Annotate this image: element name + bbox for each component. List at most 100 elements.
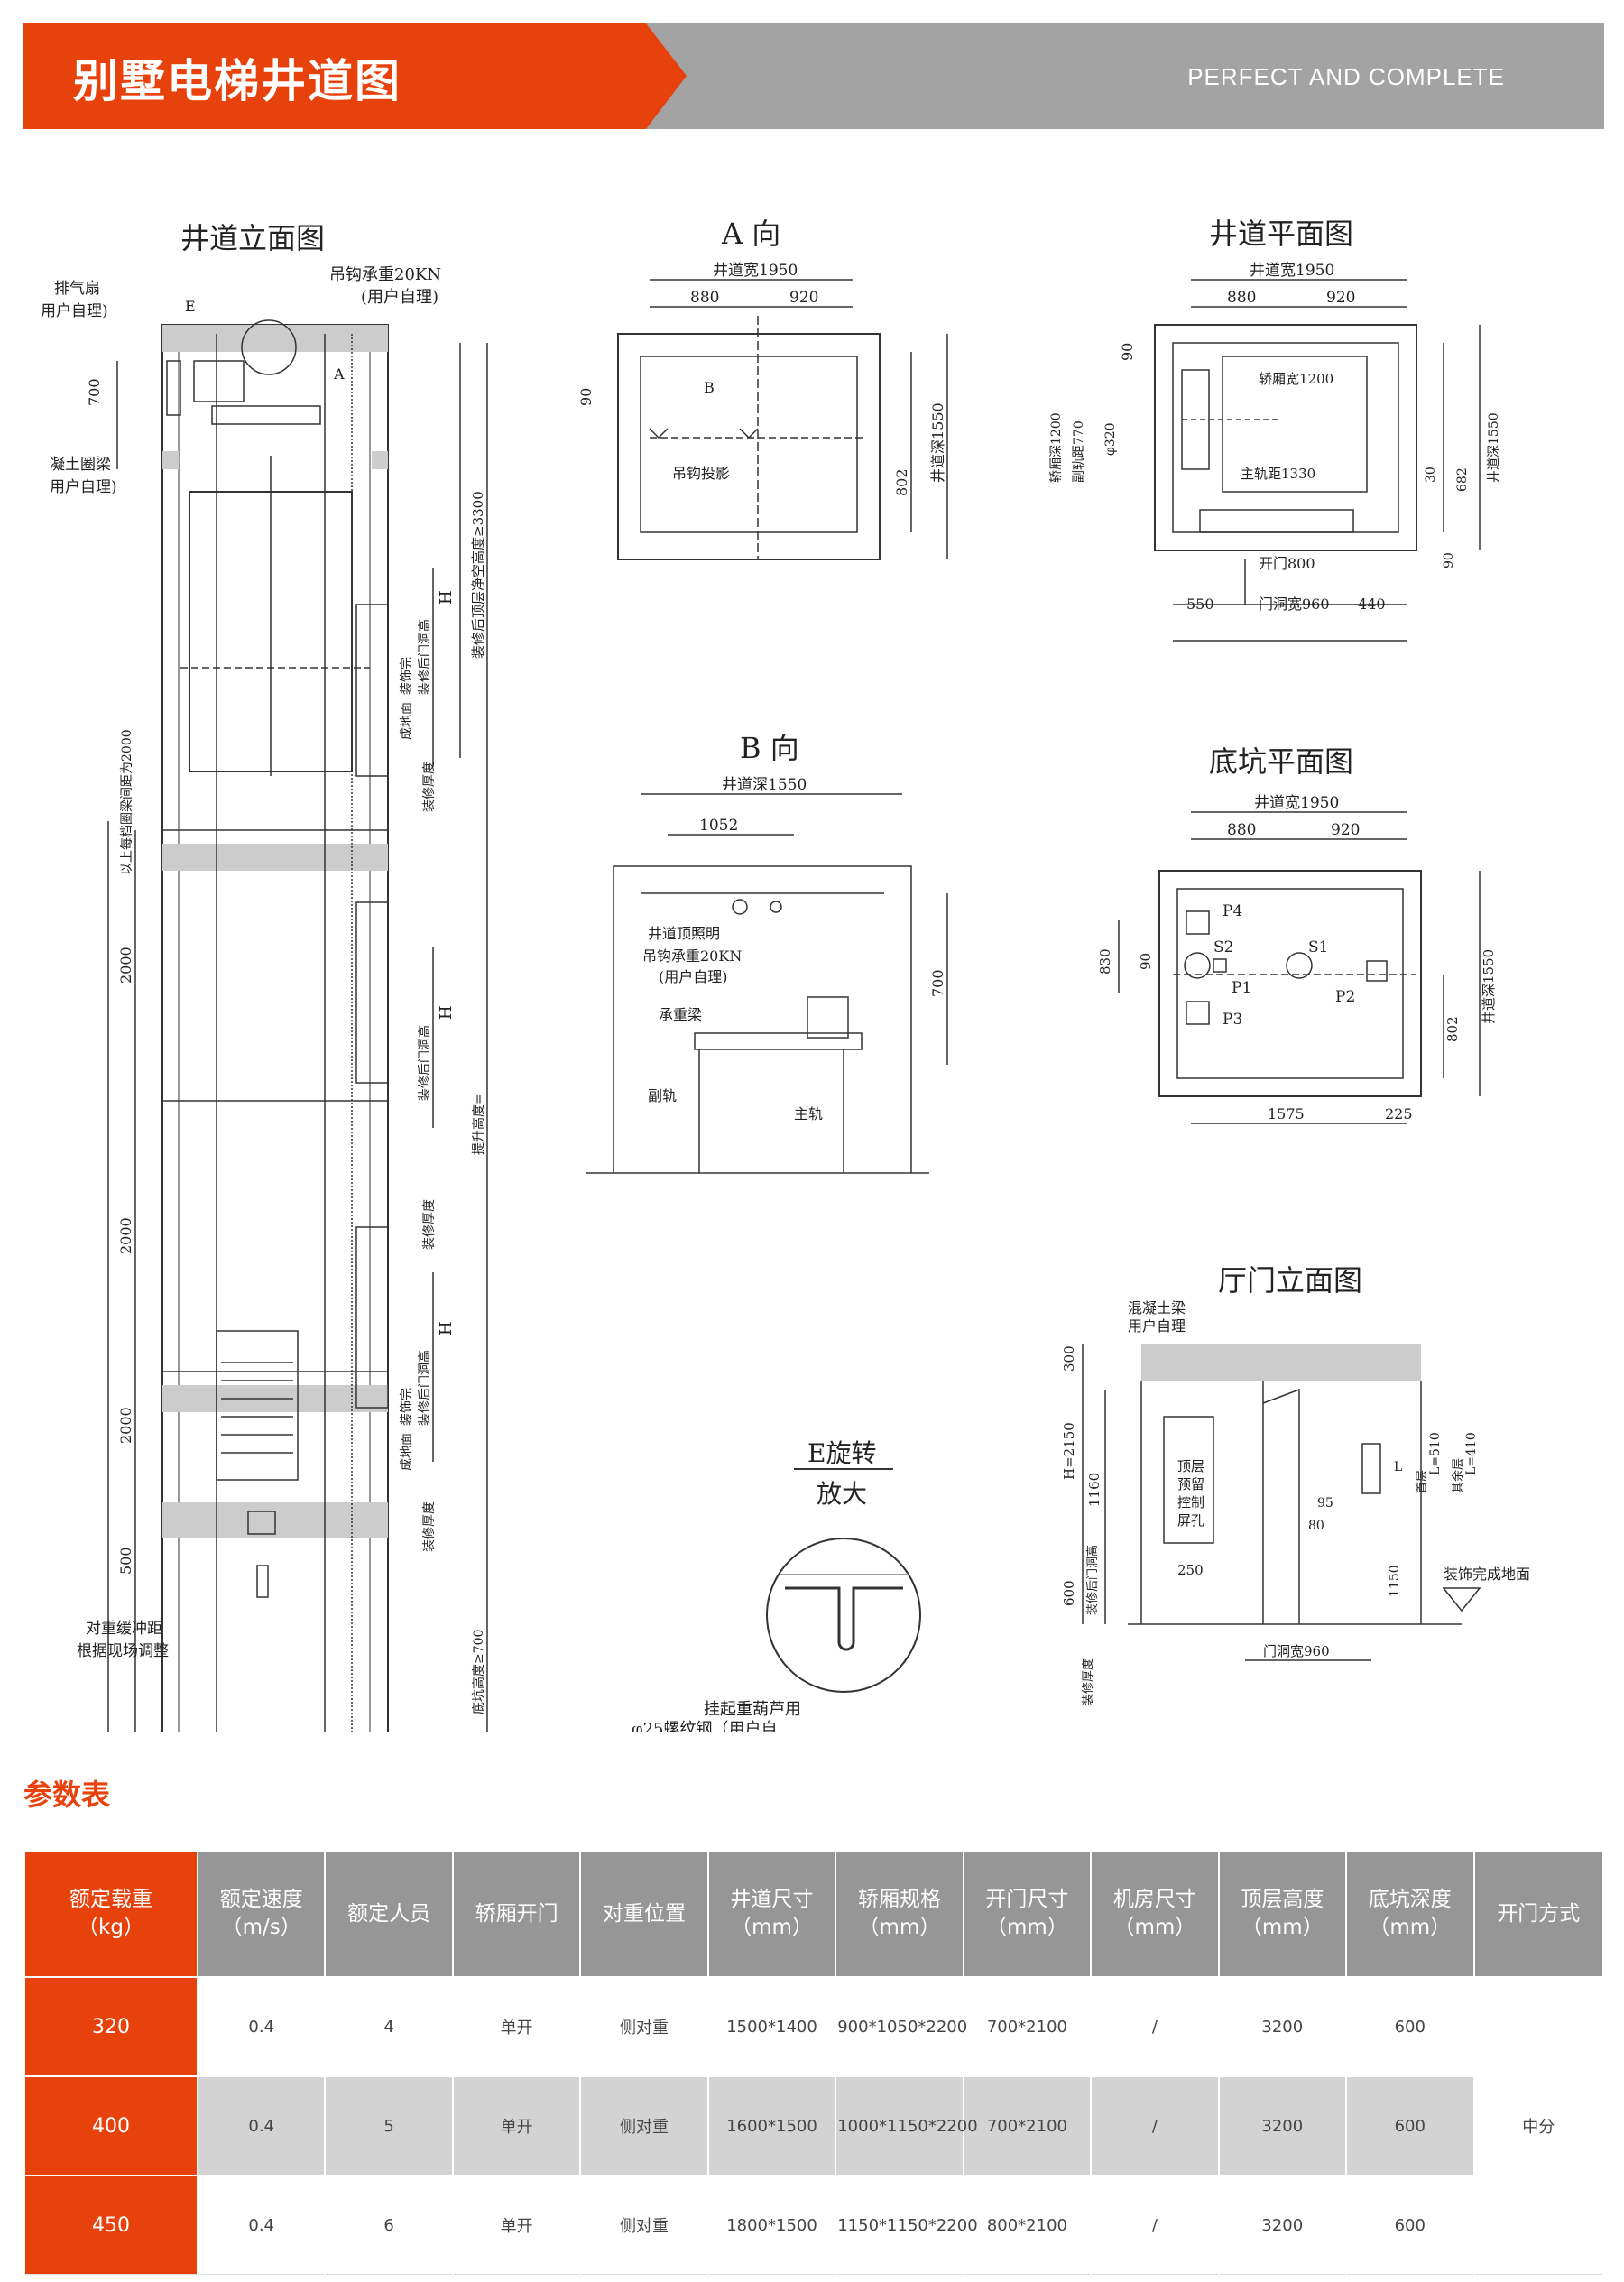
thickness-label-3: 装修厚度 (422, 1501, 437, 1552)
h-label-2: H (437, 1005, 456, 1020)
header-persons-name: 额定人员 (347, 1901, 431, 1926)
view-b-light: 井道顶照明 (648, 925, 720, 942)
plan-aux-rail: 副轨距770 (1072, 420, 1086, 483)
header-car-door: 轿厢开门 (451, 1850, 582, 1978)
cell-pit-depth: 600 (1345, 2075, 1475, 2176)
cell-load: 320 (23, 1976, 198, 2077)
door-1150: 1150 (1388, 1565, 1402, 1597)
cell-cw-position: 侧对重 (579, 1976, 709, 2077)
header-persons: 额定人员 (324, 1850, 454, 1978)
header-car-size-name: 轿厢规格 (857, 1888, 941, 1911)
table-row: 400 0.4 5 单开 侧对重 1600*1500 1000*1150*220… (23, 2075, 1603, 2176)
door-l: L (1394, 1460, 1402, 1474)
pit-s2: S2 (1213, 938, 1233, 956)
fan-note: 用户自理) (41, 302, 108, 320)
table-row: 320 0.4 4 单开 侧对重 1500*1400 900*1050*2200… (23, 1976, 1604, 2275)
pit-title: 底坑平面图 (1209, 744, 1353, 779)
view-a-920: 920 (789, 289, 818, 307)
view-b-title: B 向 (740, 731, 799, 765)
table-row: 450 0.4 6 单开 侧对重 1800*1500 1150*1150*220… (23, 2175, 1603, 2275)
cell-door-size: 800*2100 (962, 2175, 1093, 2275)
view-a-hook: 吊钩投影 (672, 465, 730, 482)
header-top-height: 顶层高度（mm） (1217, 1850, 1348, 1978)
header-speed-unit: （m/s） (221, 1916, 301, 1939)
dim-3300: 装修后顶层净空高度≥3300 (470, 491, 486, 659)
plan-title: 井道平面图 (1209, 217, 1353, 251)
plan-90: 90 (1119, 343, 1136, 361)
view-a-width: 井道宽1950 (713, 262, 798, 280)
thickness-label-1: 装修厚度 (422, 762, 437, 812)
cell-speed: 0.4 (196, 2075, 327, 2176)
page-subtitle: PERFECT AND COMPLETE (1187, 63, 1505, 90)
cell-top-height: 3200 (1217, 1976, 1348, 2077)
cell-load: 400 (23, 2075, 198, 2176)
view-b-drawing: B 向 井道深1550 1052 井道顶照明 吊钩承重20KN (用户自理) 7… (586, 731, 948, 1174)
door-elevation-drawing: 厅门立面图 混凝土梁 用户自理 300 H=2150 1160 顶层 预留 控制… (1061, 1263, 1530, 1705)
door-l2-note: 其余层 (1451, 1458, 1465, 1493)
params-header-row: 额定载重（kg） 额定速度（m/s） 额定人员 轿厢开门 对重位置 井道尺寸（m… (23, 1850, 1604, 1978)
header-shaft-size: 井道尺寸 （mm） (706, 1850, 837, 1978)
cell-shaft-size: 1600*1500 (706, 2075, 837, 2176)
door-panel-1: 顶层 (1177, 1458, 1204, 1474)
header-speed-name: 额定速度 (219, 1888, 303, 1911)
cell-car-size: 1000*1150*2200 (835, 2075, 978, 2176)
header-shaft-size-unit: （mm） (731, 1916, 813, 1939)
pit-225: 225 (1385, 1105, 1413, 1123)
e-detail-note-1: 挂起重葫芦用 (704, 1700, 801, 1719)
floor-label-3: 成地面 (400, 1433, 414, 1471)
view-b-beam: 承重梁 (659, 1006, 702, 1023)
plan-440: 440 (1358, 596, 1386, 613)
header-shaft-size-name: 井道尺寸 (730, 1888, 814, 1911)
door-beam: 混凝土梁 (1128, 1299, 1186, 1317)
header-top-height-name: 顶层高度 (1241, 1888, 1324, 1911)
door-80: 80 (1308, 1519, 1324, 1533)
cell-machine-room: / (1090, 2075, 1220, 2176)
plan-door: 开门800 (1259, 555, 1315, 572)
plan-90b: 90 (1442, 552, 1456, 568)
view-a-title: A 向 (721, 217, 780, 251)
e-detail-drawing: E旋转 放大 挂起重葫芦用 φ25螺纹钢（用户自 理) (632, 1438, 921, 1732)
header-pit-depth-unit: （mm） (1369, 1916, 1452, 1939)
plan-550: 550 (1186, 596, 1214, 613)
e-detail-title: E旋转 (807, 1438, 876, 1468)
pit-s1: S1 (1308, 938, 1328, 956)
cell-car-door: 单开 (451, 2175, 582, 2275)
door-title: 厅门立面图 (1218, 1263, 1362, 1298)
dim-500: 500 (117, 1547, 134, 1575)
door-panel-2: 预留 (1177, 1476, 1204, 1492)
pit-920: 920 (1331, 821, 1360, 839)
view-a-880: 880 (690, 289, 719, 307)
cell-cw-position: 侧对重 (579, 2075, 709, 2176)
cell-speed: 0.4 (196, 2175, 327, 2275)
thickness-label-2: 装修厚度 (422, 1199, 437, 1250)
cell-open-method: 中分 (1472, 1976, 1604, 2275)
dim-700: 700 (86, 378, 103, 406)
door-panel-4: 屏孔 (1177, 1512, 1204, 1529)
header-load-unit: （kg） (78, 1916, 144, 1939)
door-l2: L=410 (1464, 1432, 1479, 1475)
header-door-size-name: 开门尺寸 (985, 1888, 1069, 1911)
door-300: 300 (1061, 1345, 1077, 1372)
plan-920: 920 (1326, 289, 1355, 307)
finish-label-1: 装饰完 (400, 657, 414, 695)
plan-phi: φ320 (1103, 422, 1118, 456)
cell-car-door: 单开 (451, 2075, 582, 2176)
header-door-size-unit: （mm） (986, 1916, 1068, 1939)
header-load-name: 额定载重 (69, 1888, 152, 1911)
finish-label-3: 装饰完 (400, 1388, 414, 1426)
header-pit-depth-name: 底坑深度 (1368, 1888, 1452, 1911)
view-b-hook: 吊钩承重20KN (642, 947, 742, 965)
cell-car-size: 900*1050*2200 (835, 1976, 967, 2077)
view-b-1052: 1052 (699, 817, 738, 835)
cell-top-height: 3200 (1217, 2075, 1348, 2176)
plan-30: 30 (1424, 467, 1438, 483)
e-marker: E (185, 298, 196, 315)
cell-car-door: 单开 (451, 1976, 582, 2077)
cell-persons: 6 (324, 2175, 454, 2275)
pit-90: 90 (1138, 953, 1154, 970)
dim-2000-c: 2000 (117, 1407, 134, 1444)
view-a-drawing: A 向 井道宽1950 880 920 90 B 吊钩投影 802 井道深155… (577, 217, 948, 560)
header-machine-room-name: 机房尺寸 (1112, 1888, 1196, 1911)
view-b-hook-note: (用户自理) (659, 968, 728, 985)
cell-speed: 0.4 (196, 1976, 327, 2077)
